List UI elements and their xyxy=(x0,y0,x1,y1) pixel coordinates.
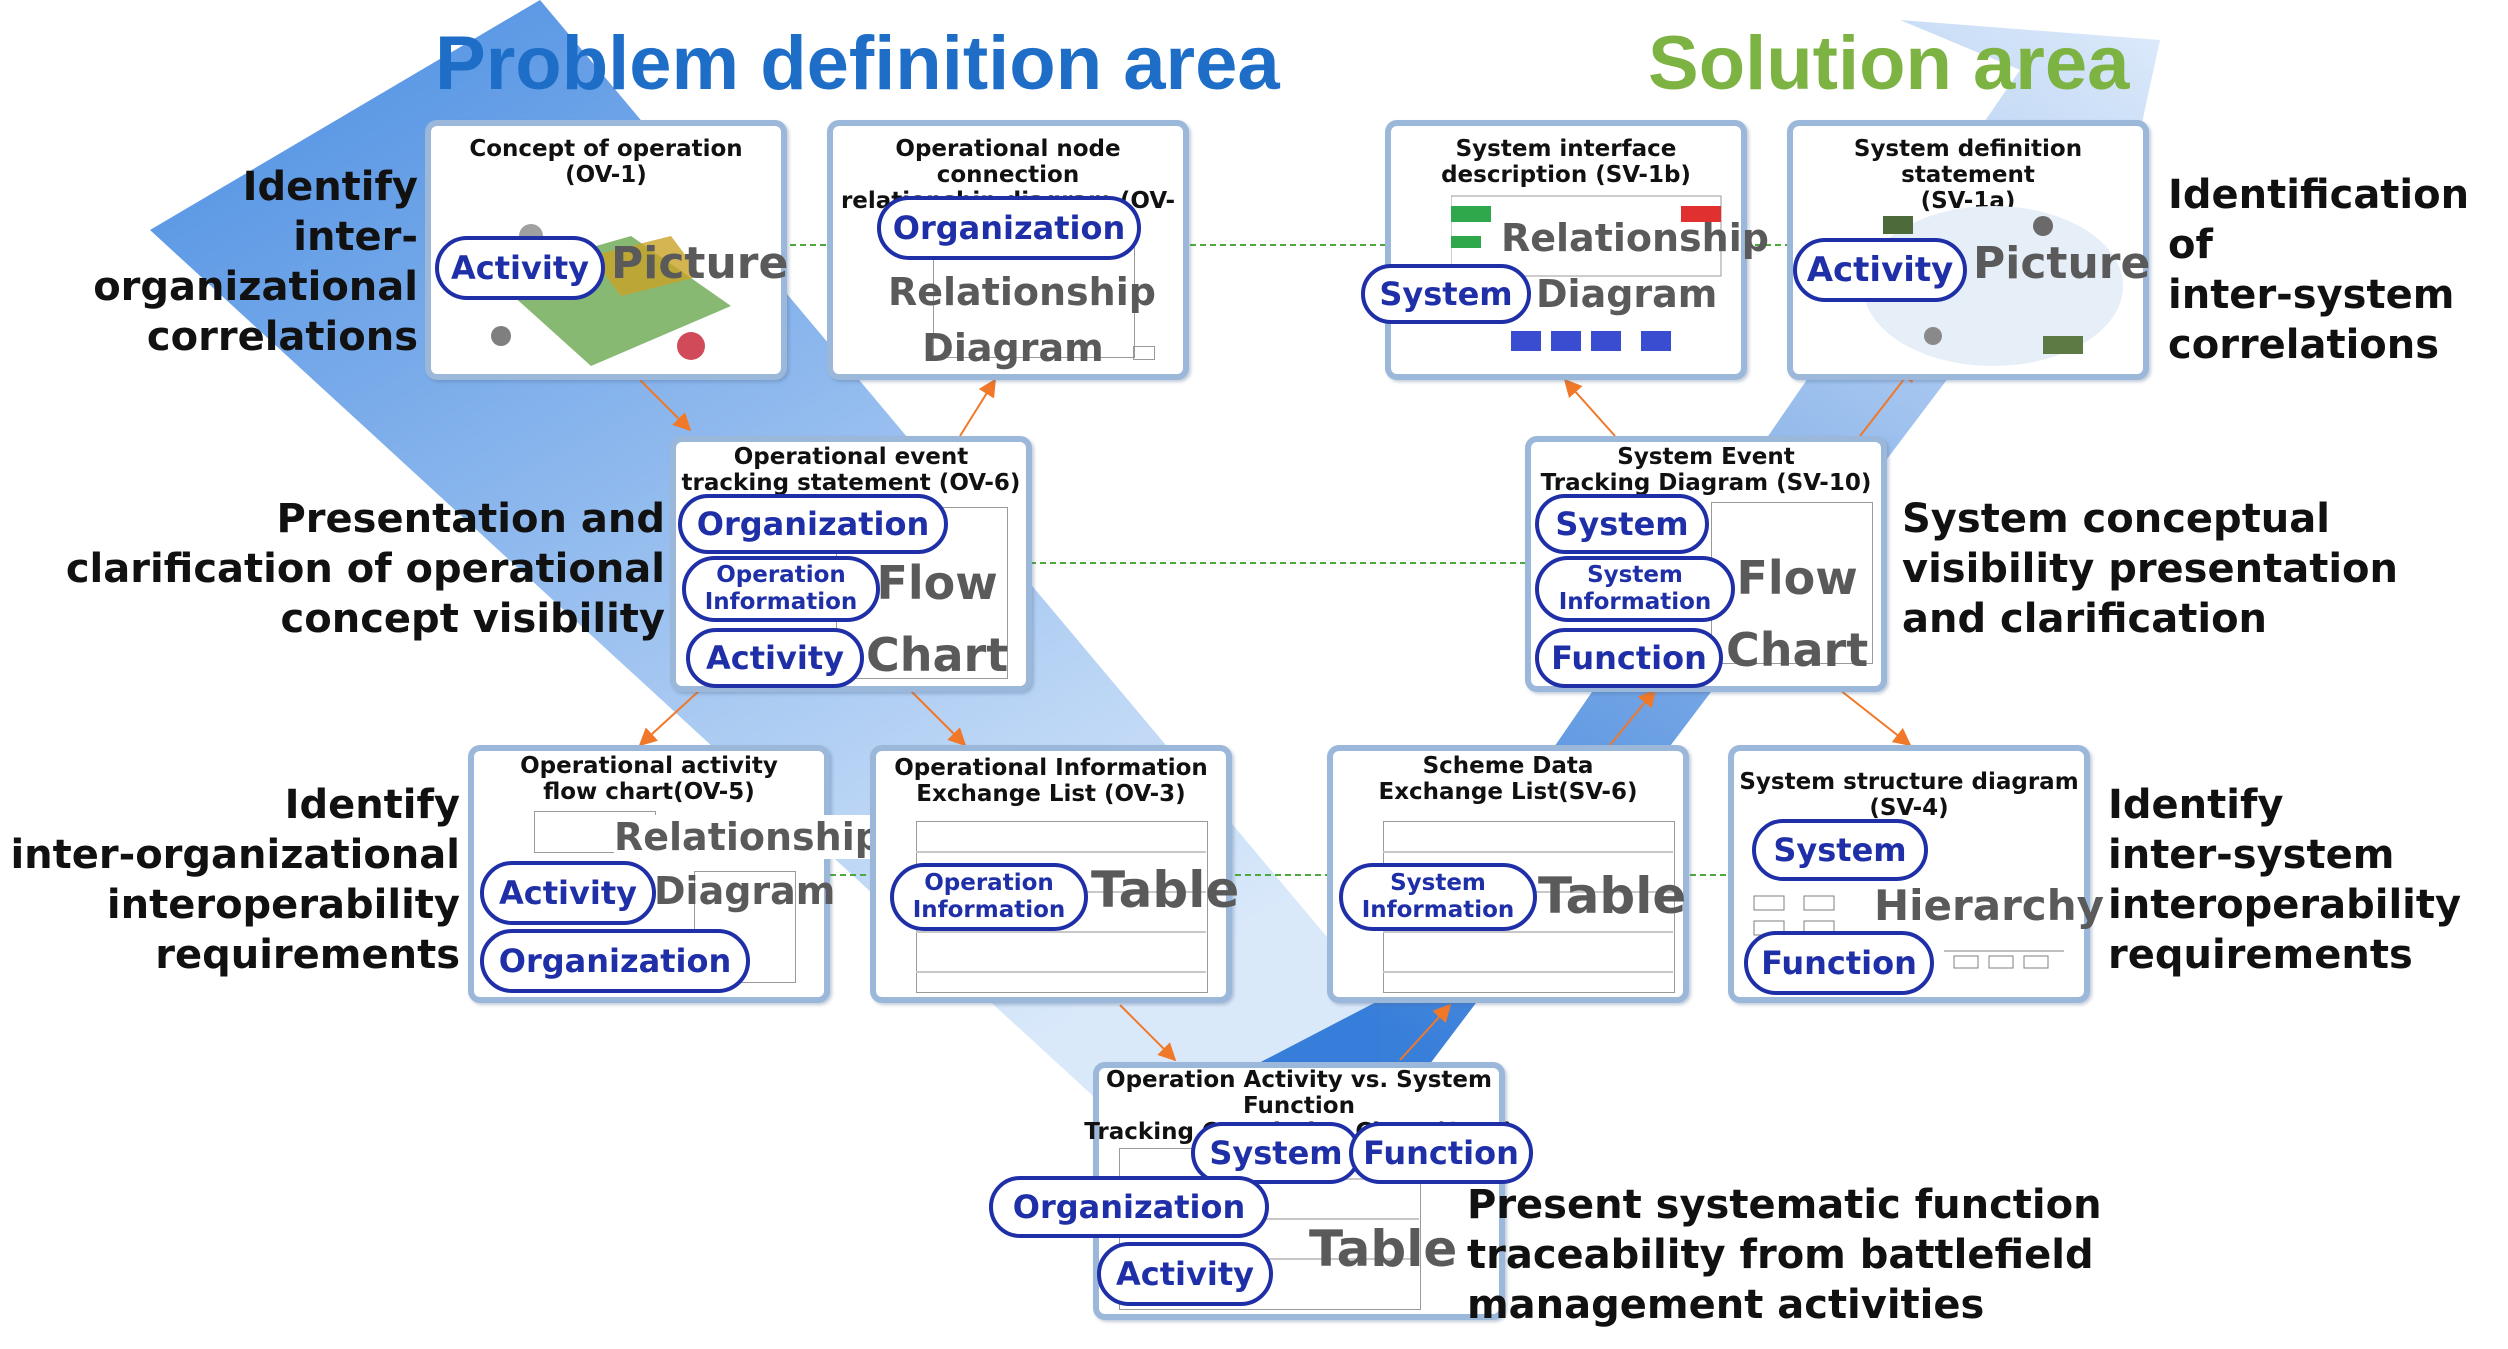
card-sv6[interactable]: Scheme Data Exchange List(SV-6) Table Sy… xyxy=(1327,745,1689,1003)
card-title: System interface description (SV-1b) xyxy=(1441,136,1691,188)
pill-organization[interactable]: Organization xyxy=(989,1176,1269,1238)
interface-diagram-icon xyxy=(1451,195,1722,351)
card-kind-picture: Picture xyxy=(1973,238,2151,289)
card-title: Concept of operation (OV-1) xyxy=(469,136,743,188)
card-ov1[interactable]: Concept of operation (OV-1) Picture Acti… xyxy=(425,120,789,380)
arrow-sv10-sv4 xyxy=(1839,689,1912,747)
pill-organization[interactable]: Organization xyxy=(480,929,750,993)
label-left-visibility: Presentation and clarification of operat… xyxy=(65,496,665,642)
card-kind-diagram: Diagram xyxy=(1536,272,1718,316)
card-kind-diagram: Relationship Diagram xyxy=(888,270,1156,370)
card-ov5[interactable]: Operational activity flow chart(OV-5) Re… xyxy=(468,745,882,1003)
card-title: Operational activity flow chart(OV-5) xyxy=(520,753,778,805)
label-right-correlations: Identification of inter-system correlati… xyxy=(2168,172,2470,368)
pill-activity[interactable]: Activity xyxy=(1793,238,1967,302)
label-right-visibility: System conceptual visibility presentatio… xyxy=(1902,496,2398,642)
pill-function[interactable]: Function xyxy=(1349,1122,1533,1184)
pill-activity[interactable]: Activity xyxy=(435,236,605,300)
card-kind-relationship: Relationship xyxy=(1501,216,1769,260)
card-kind-diagram: Diagram xyxy=(654,869,836,913)
card-title: Operational event tracking statement (OV… xyxy=(681,444,1021,496)
pill-system[interactable]: System xyxy=(1361,264,1531,324)
card-kind-flowchart: Flow Chart xyxy=(1726,551,1869,677)
arrow-sv5-sv6 xyxy=(1399,1003,1452,1061)
arrow-ov3-sv5 xyxy=(1119,1004,1177,1062)
solution-area-title: Solution area xyxy=(1648,21,2130,106)
card-sv1b[interactable]: System interface description (SV-1b) Rel… xyxy=(1361,120,1769,380)
hierarchy-diagram-icon xyxy=(1753,895,2064,969)
pill-system-information[interactable]: System Information xyxy=(1339,863,1537,931)
pill-system[interactable]: System xyxy=(1191,1122,1361,1184)
card-ov2[interactable]: Operational node connection relationship… xyxy=(827,120,1189,380)
label-left-correlations: Identify inter-organizational correlatio… xyxy=(93,164,418,360)
pill-function[interactable]: Function xyxy=(1744,931,1934,995)
pill-operation-information[interactable]: Operation Information xyxy=(890,863,1088,931)
pill-system-information[interactable]: System Information xyxy=(1535,556,1735,622)
card-ov6[interactable]: Operational event tracking statement (OV… xyxy=(670,436,1032,692)
card-kind-table: Table xyxy=(1091,861,1240,919)
card-kind-relationship: Relationship xyxy=(614,815,882,859)
card-sv4[interactable]: System structure diagram (SV-4) Hierarch… xyxy=(1728,745,2104,1003)
pill-system[interactable]: System xyxy=(1535,494,1709,554)
flow-sketch xyxy=(694,871,796,983)
card-kind-flowchart: Flow Chart xyxy=(866,556,1009,682)
card-title: System structure diagram (SV-4) xyxy=(1739,769,2079,821)
card-kind-table: Table xyxy=(1309,1220,1458,1278)
card-kind-table: Table xyxy=(1538,867,1687,925)
arrow-ov1-ov6 xyxy=(639,379,692,432)
pill-activity[interactable]: Activity xyxy=(480,861,656,925)
pill-organization[interactable]: Organization xyxy=(678,494,948,554)
card-title: System Event Tracking Diagram (SV-10) xyxy=(1540,444,1872,496)
card-kind-hierarchy: Hierarchy xyxy=(1874,881,2104,930)
card-kind-picture: Picture xyxy=(611,238,789,289)
card-sv10[interactable]: System Event Tracking Diagram (SV-10) Fl… xyxy=(1525,436,1887,692)
card-title: System definition statement (SV-1a) xyxy=(1853,136,2083,214)
arrow-ov6-ov2 xyxy=(959,378,996,437)
pill-system[interactable]: System xyxy=(1752,819,1928,881)
card-sv5[interactable]: Operation Activity vs. System Function T… xyxy=(989,1062,1533,1320)
pill-activity[interactable]: Activity xyxy=(686,628,864,688)
pill-activity[interactable]: Activity xyxy=(1097,1242,1273,1306)
diagram-node xyxy=(1133,346,1155,360)
pill-function[interactable]: Function xyxy=(1535,628,1723,688)
pill-operation-information[interactable]: Operation Information xyxy=(682,556,880,622)
card-ov3[interactable]: Operational Information Exchange List (O… xyxy=(870,745,1239,1003)
label-left-interoperability: Identify inter-organizational interopera… xyxy=(10,782,460,978)
label-bottom-traceability: Present systematic function traceability… xyxy=(1467,1182,2102,1328)
card-title: Operational Information Exchange List (O… xyxy=(894,755,1208,807)
card-title: Scheme Data Exchange List(SV-6) xyxy=(1378,753,1638,805)
arrow-sv6-sv10 xyxy=(1609,688,1657,746)
arrow-sv10-sv1b xyxy=(1563,378,1616,437)
arrow-ov6-ov3 xyxy=(909,689,967,747)
arrow-ov6-ov5 xyxy=(638,689,701,747)
card-sv1a[interactable]: System definition statement (SV-1a) Pict… xyxy=(1787,120,2151,380)
label-right-interoperability: Identify inter-system interoperability r… xyxy=(2108,782,2462,978)
pill-organization[interactable]: Organization xyxy=(877,196,1141,260)
problem-area-title: Problem definition area xyxy=(435,21,1280,106)
